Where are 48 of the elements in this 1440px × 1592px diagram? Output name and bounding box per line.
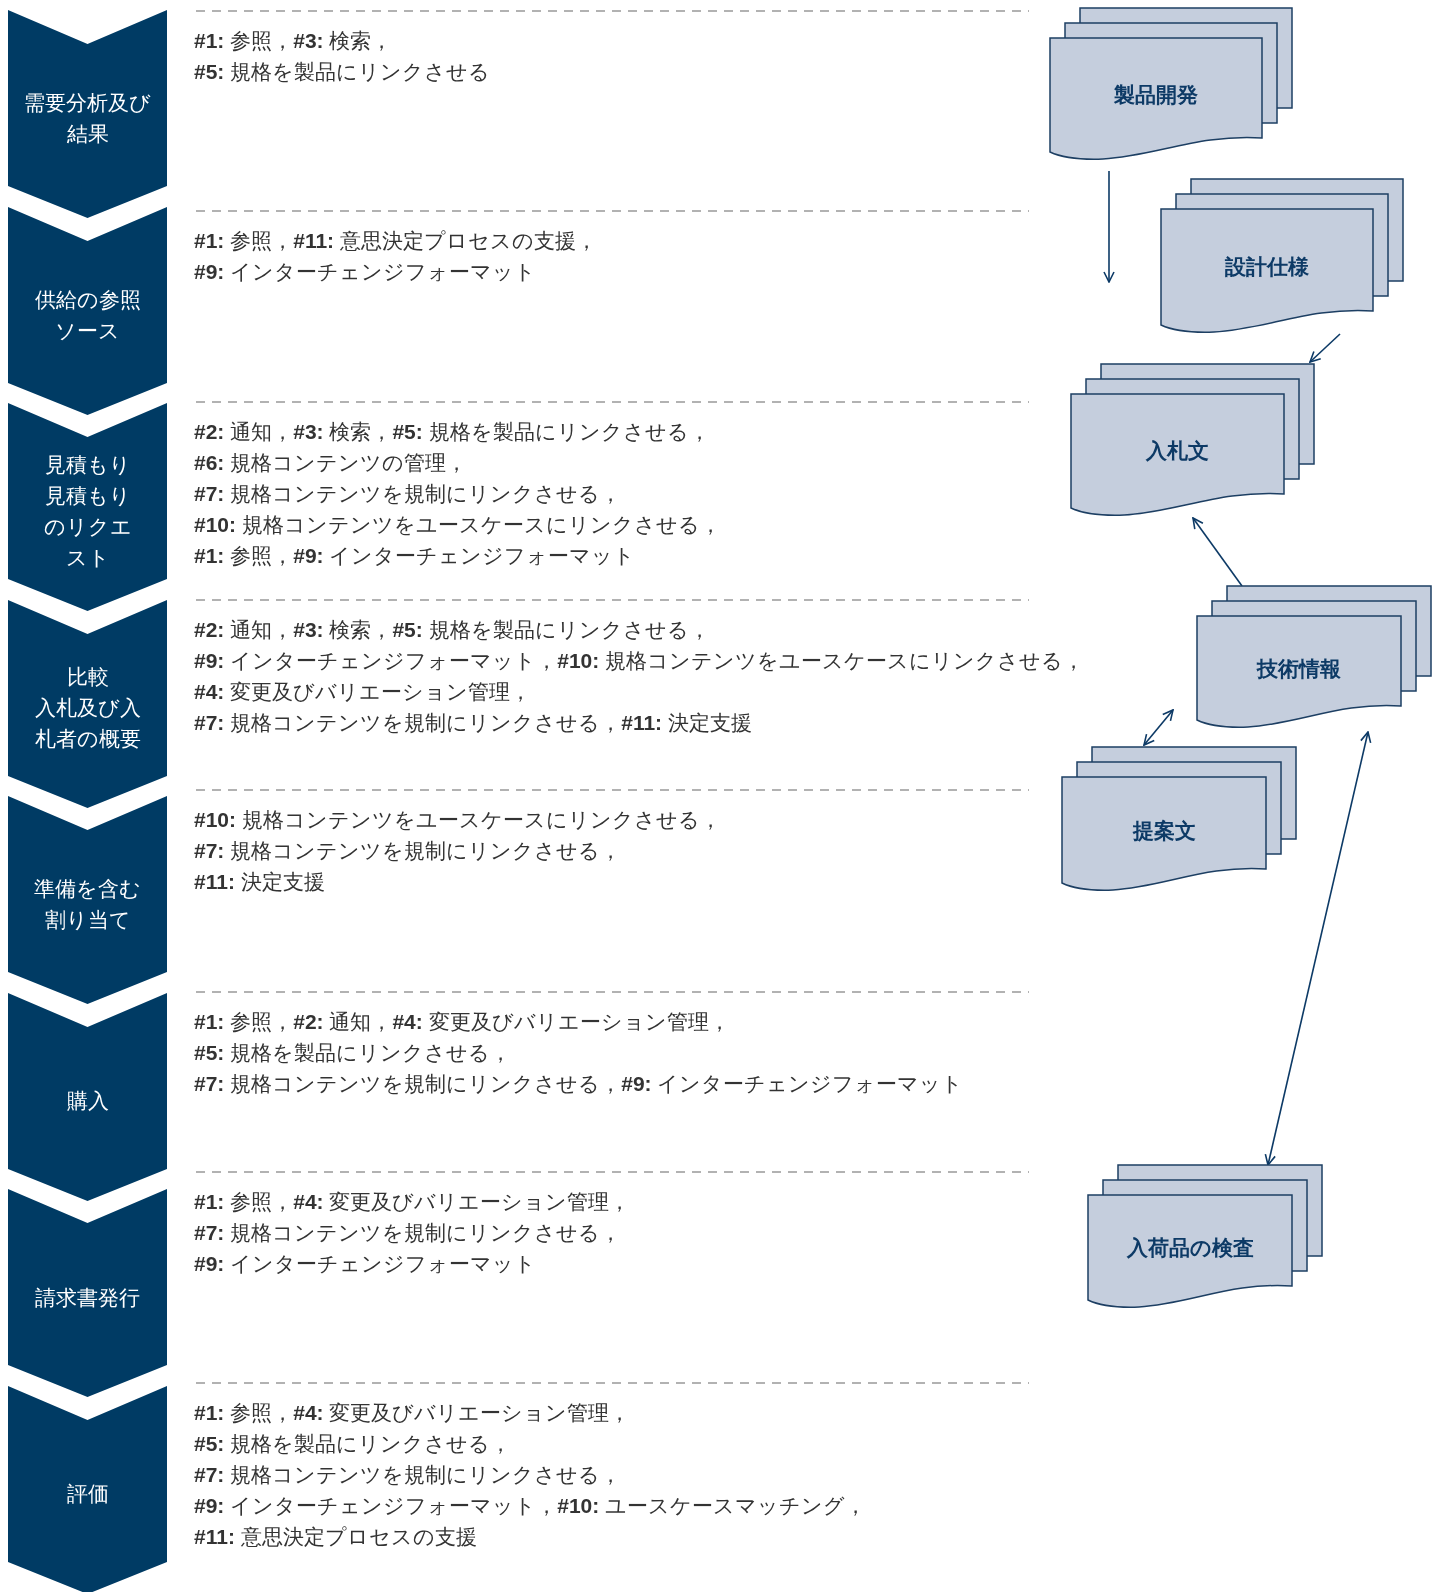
- description-text: #6: 規格コンテンツの管理，: [194, 450, 468, 476]
- stage-label: 購入: [65, 1088, 110, 1114]
- stage-label: 見積もり: [43, 452, 132, 478]
- document-title: 製品開発: [1114, 82, 1198, 109]
- description-text: #1: 参照，#4: 変更及びバリエーション管理，: [194, 1400, 631, 1426]
- description-text: #7: 規格コンテンツを規制にリンクさせる，: [194, 1462, 622, 1488]
- arrow: [1192, 517, 1243, 587]
- document-title: 入荷品の検査: [1126, 1235, 1254, 1262]
- stage-label: 見積もりのリクエスト: [42, 483, 133, 571]
- description-text: #10: 規格コンテンツをユースケースにリンクさせる，: [194, 512, 721, 538]
- description-text: #9: インターチェンジフォーマット，#10: ユースケースマッチング，: [194, 1493, 867, 1519]
- arrow: [1264, 731, 1372, 1166]
- stage-label: 評価: [65, 1481, 110, 1507]
- description-text: #7: 規格コンテンツを規制にリンクさせる，: [194, 1220, 622, 1246]
- document-title: 提案文: [1132, 817, 1196, 844]
- description-text: #9: インターチェンジフォーマット: [194, 259, 537, 285]
- description-text: #7: 規格コンテンツを規制にリンクさせる，: [194, 838, 622, 864]
- description-text: #11: 意思決定プロセスの支援: [194, 1524, 477, 1550]
- stage-label: 需要分析及び結果: [23, 90, 152, 147]
- document-title: 入札文: [1146, 438, 1209, 465]
- description-text: #1: 参照，#4: 変更及びバリエーション管理，: [194, 1189, 631, 1215]
- description-text: #10: 規格コンテンツをユースケースにリンクさせる，: [194, 807, 721, 833]
- arrow: [1103, 170, 1115, 283]
- description-text: #5: 規格を製品にリンクさせる: [194, 59, 491, 85]
- description-text: #9: インターチェンジフォーマット，#10: 規格コンテンツをユースケースにリンクさせる，: [194, 648, 1085, 674]
- description-text: #5: 規格を製品にリンクさせる，: [194, 1040, 512, 1066]
- description-text: #1: 参照，#3: 検索，: [194, 28, 393, 54]
- stage-label: 準備を含む割り当て: [34, 876, 141, 933]
- description-text: #7: 規格コンテンツを規制にリンクさせる，: [194, 481, 622, 507]
- description-text: #7: 規格コンテンツを規制にリンクさせる，#11: 決定支援: [194, 710, 752, 736]
- description-text: #9: インターチェンジフォーマット: [194, 1251, 537, 1277]
- stage-label: 供給の参照ソース: [34, 286, 141, 344]
- description-text: #1: 参照，#2: 通知，#4: 変更及びバリエーション管理，: [194, 1009, 730, 1035]
- arrow: [1309, 333, 1341, 363]
- description-text: #1: 参照，#9: インターチェンジフォーマット: [194, 543, 636, 569]
- description-text: #4: 変更及びバリエーション管理，: [194, 679, 532, 705]
- document-title: 技術情報: [1257, 655, 1341, 682]
- description-text: #1: 参照，#11: 意思決定プロセスの支援，: [194, 228, 597, 254]
- description-text: #5: 規格を製品にリンクさせる，: [194, 1431, 512, 1457]
- description-text: #11: 決定支援: [194, 869, 325, 895]
- description-text: #7: 規格コンテンツを規制にリンクさせる，#9: インターチェンジフォーマット: [194, 1071, 964, 1097]
- document-title: 設計仕様: [1225, 254, 1309, 281]
- stage-label: 比較: [65, 664, 110, 690]
- stage-label: 入札及び入札者の概要: [34, 695, 141, 752]
- arrow: [1143, 709, 1174, 746]
- stage-label: 請求書発行: [34, 1284, 141, 1311]
- description-text: #2: 通知，#3: 検索，#5: 規格を製品にリンクさせる，: [194, 419, 710, 445]
- description-text: #2: 通知，#3: 検索，#5: 規格を製品にリンクさせる，: [194, 617, 710, 643]
